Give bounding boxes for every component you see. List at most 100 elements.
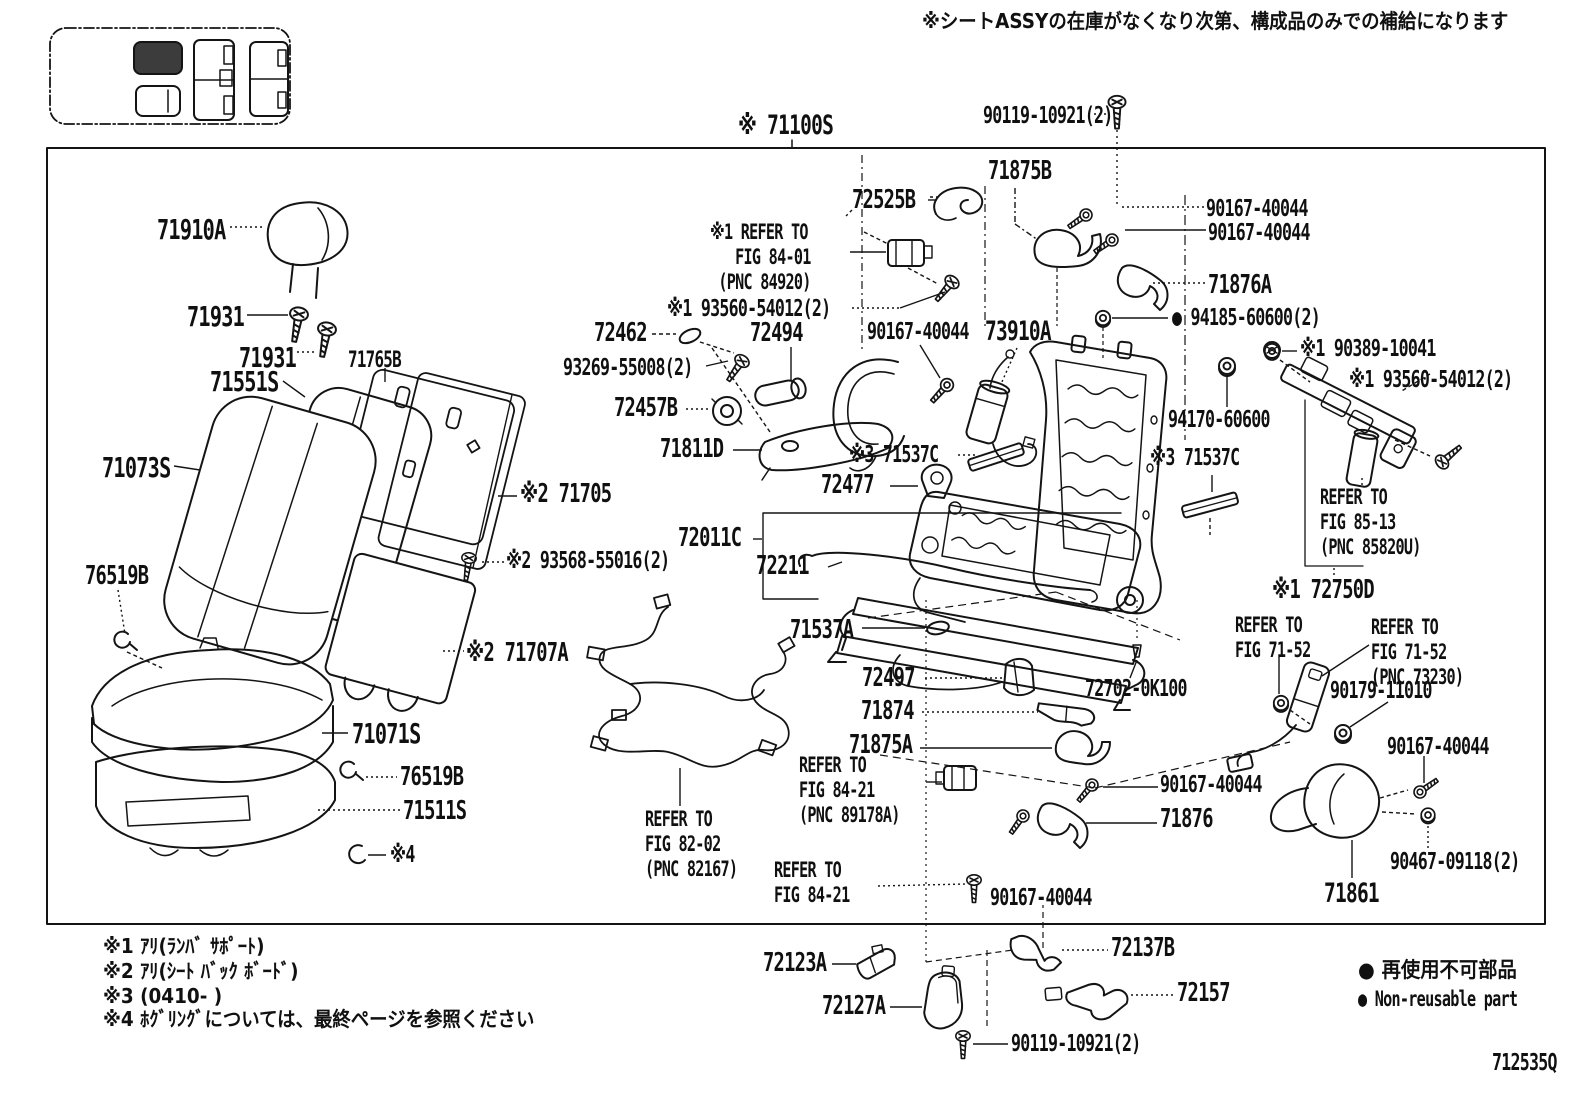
bracket-72011C-art: [762, 512, 1122, 600]
guide-72127A-art: [923, 965, 964, 1030]
footnote-3: ※3 (0410- ): [103, 984, 223, 1008]
refer-fig-82-02: REFER TO FIG 82-02 (PNC 82167): [645, 807, 738, 882]
vehicle-seat-map-inset: [49, 27, 291, 125]
headrest-art: [266, 201, 349, 299]
seat-frame-art: [827, 334, 1168, 711]
part-label-71551S: 71551S: [210, 365, 279, 398]
drawing-number: 712535Q: [1492, 1050, 1557, 1076]
hook-71876A-art: [1116, 264, 1169, 311]
recliner-cover-71811D-art: [758, 421, 894, 481]
part-label-93269-55008: 93269-55008(2): [563, 355, 693, 381]
part-label-71511S: 71511S: [403, 796, 467, 826]
part-label-71765B: 71765B: [348, 348, 402, 373]
leader-lines: [117, 113, 1431, 1045]
part-label-90167-40044-b: 90167-40044: [990, 885, 1092, 911]
bracket-71874-art: [1036, 702, 1096, 727]
part-label-71537C-right: ※3 71537C: [1150, 445, 1240, 471]
seat-back-lower-board-art: [324, 552, 477, 712]
footnote-1: ※1 ｱﾘ(ﾗﾝﾊﾞ ｻﾎﾟｰﾄ): [103, 934, 265, 958]
part-label-76519B-2: 76519B: [400, 762, 464, 792]
seat-cushion-art: [91, 637, 334, 783]
part-label-72157: 72157: [1177, 978, 1230, 1008]
part-label-71707A: ※2 71707A: [466, 638, 569, 668]
seat-cushion-lower-art: [95, 745, 336, 857]
screw-90389-art: [1263, 341, 1281, 359]
part-label-71875A: 71875A: [849, 730, 913, 760]
part-label-71910A: 71910A: [157, 213, 226, 246]
part-label-72211: 72211: [756, 551, 809, 581]
legend-non-reusable-en: ● Non-reusable part: [1358, 987, 1518, 1011]
part-label-90119-10921-bottom: 90119-10921(2): [1011, 1031, 1141, 1057]
part-label-72462: 72462: [594, 318, 647, 348]
cover-71861-art: [1269, 763, 1381, 839]
part-label-71073S: 71073S: [102, 451, 171, 484]
refer-fig-84-21-a: REFER TO FIG 84-21 (PNC 89178A): [799, 753, 900, 828]
part-label-72494: 72494: [750, 318, 803, 348]
part-label-71537C-left: ※3 71537C: [849, 442, 939, 468]
refer-fig-71-52-a: REFER TO FIG 71-52: [1235, 613, 1311, 663]
hook-71876-art: [1036, 802, 1089, 849]
part-label-71876: 71876: [1160, 804, 1213, 834]
legend-non-reusable-jp: ● 再使用不可部品: [1358, 958, 1517, 982]
construction-lines: [861, 155, 1291, 1030]
part-label-72750D: ※1 72750D: [1272, 575, 1375, 605]
part-label-71874: 71874: [861, 696, 914, 726]
refer-fig-84-21-b: REFER TO FIG 84-21: [774, 858, 850, 908]
strip-71537C-right-art: [1181, 491, 1239, 519]
part-label-90167-40044-a: 90167-40044: [867, 319, 969, 345]
part-label-93560-54012-b: ※1 93560-54012(2): [1349, 367, 1513, 393]
stock-note: ※シートASSYの在庫がなくなり次第、構成品のみでの補給になります: [922, 9, 1509, 33]
part-label-71537A: 71537A: [790, 615, 854, 645]
pin-72702-art: [1132, 644, 1142, 658]
part-label-94185-60600: ● 94185-60600(2): [1172, 305, 1321, 331]
part-label-94170-60600: 94170-60600: [1168, 407, 1270, 433]
pad-71537A-art: [926, 620, 950, 636]
part-label-72011C: 72011C: [678, 523, 742, 553]
part-label-72525B: 72525B: [852, 185, 916, 215]
connector-89178A-art: [935, 765, 977, 791]
part-label-93560-54012-a: ※1 93560-54012(2): [667, 296, 831, 322]
part-label-72137B: 72137B: [1111, 933, 1175, 963]
cap-72462-art: [678, 327, 702, 345]
note4-marker: ※4: [390, 842, 415, 868]
part-label-72127A: 72127A: [822, 991, 886, 1021]
assembly-code-label: ※ 71100S: [738, 110, 834, 141]
rod-72211-art: [798, 551, 1098, 603]
hook-71875A-art: [1054, 730, 1111, 766]
part-label-72457B: 72457B: [614, 393, 678, 423]
part-label-90167-40044-e: 90167-40044: [1160, 772, 1262, 798]
wire-harness-art: [586, 593, 796, 768]
part-label-72702-0K100: 72702-0K100: [1085, 676, 1187, 702]
hook-72525B-art: [933, 186, 984, 221]
hook-71875B-art: [1033, 228, 1102, 268]
hog-ring-art: [348, 844, 366, 865]
knob-72457B-art: [711, 396, 743, 426]
flap-72497-art: [1003, 658, 1035, 696]
belt-buckle-art: [1226, 661, 1331, 773]
part-label-90119-10921-top: 90119-10921(2): [983, 103, 1113, 129]
part-label-90389-10041: ※1 90389-10041: [1300, 336, 1436, 362]
part-label-90167-40044-d: 90167-40044: [1208, 220, 1310, 246]
damper-73910A-art: [965, 349, 1038, 467]
refer-fig-85-13: REFER TO FIG 85-13 (PNC 85820U): [1320, 485, 1421, 560]
seat-back-boards-art: [340, 368, 526, 570]
part-label-71071S: 71071S: [352, 717, 421, 750]
part-label-72497: 72497: [862, 663, 915, 693]
part-label-73910A: 73910A: [985, 316, 1052, 347]
side-shield-art: [832, 358, 905, 472]
part-label-71875B: 71875B: [988, 156, 1052, 186]
bracket-72157-art: [1044, 983, 1129, 1021]
cylinder-72494-art: [754, 377, 807, 407]
seat-back-pad-art: [163, 386, 433, 666]
part-label-76519B-1: 76519B: [85, 561, 149, 591]
bracket-72137B-art: [1009, 934, 1062, 972]
strip-71537C-left-art: [967, 442, 1025, 472]
part-label-93568-55016: ※2 93568-55016(2): [506, 548, 670, 574]
part-label-90467-09118: 90467-09118(2): [1390, 849, 1520, 875]
part-label-90179-11010: 90179-11010: [1330, 678, 1432, 704]
part-label-72123A: 72123A: [763, 948, 827, 978]
connector-8401-art: [887, 239, 933, 267]
part-label-71861: 71861: [1324, 878, 1380, 909]
